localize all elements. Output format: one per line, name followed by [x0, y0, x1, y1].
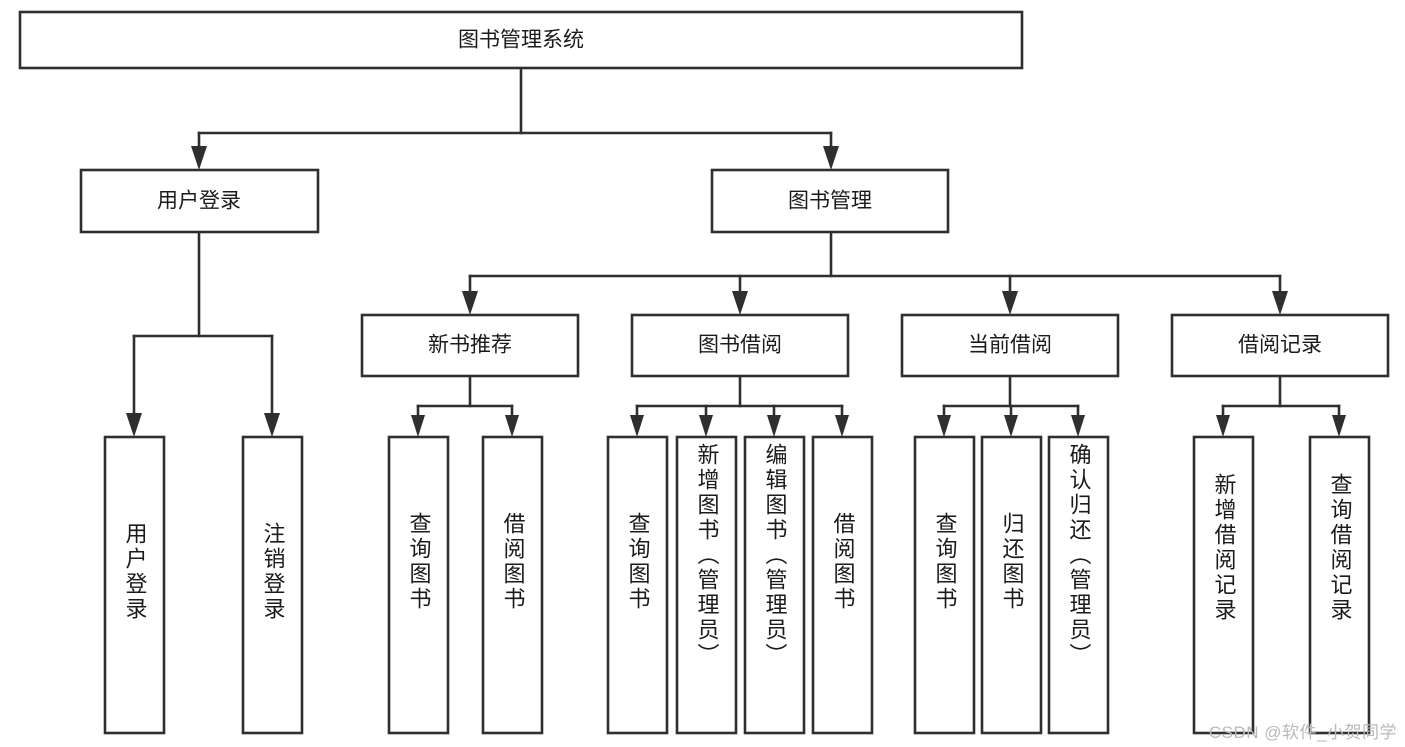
arrow-bb-leaf4: [835, 415, 849, 437]
leaf-box-borrow-book-1[interactable]: [481, 435, 544, 735]
arrow-root-to-book-manage: [823, 146, 839, 170]
leaf-box-edit-book-admin[interactable]: [743, 435, 806, 735]
csdn-watermark: CSDN @软件_小贺同学: [1208, 723, 1397, 742]
edges-borrow-record-to-leaves: [1216, 374, 1346, 437]
arrow-cb-leaf3: [1071, 415, 1085, 437]
arrow-bm-to-borrow-record: [1272, 291, 1288, 315]
arrow-br-leaf1: [1216, 415, 1230, 437]
arrow-cb-leaf2: [1004, 415, 1018, 437]
node-book-borrow[interactable]: 图书借阅: [630, 313, 850, 378]
leaf-box-return-book[interactable]: [980, 435, 1043, 735]
user-login-box[interactable]: [79, 168, 320, 234]
arrow-bb-leaf1: [630, 415, 644, 437]
arrow-bb-leaf2: [699, 415, 713, 437]
leaf-box-add-book-admin[interactable]: [675, 435, 738, 735]
book-borrow-label: 图书借阅: [698, 334, 782, 357]
arrow-root-to-user-login: [191, 146, 207, 170]
node-borrow-record[interactable]: 借阅记录: [1170, 313, 1390, 378]
leaf-box-query-book-3[interactable]: [913, 435, 976, 735]
edges-new-book-recommend-to-leaves: [411, 374, 519, 437]
arrow-nbr-leaf1: [411, 415, 425, 437]
edges-user-login-to-leaves: [126, 230, 280, 437]
new-book-recommend-box[interactable]: [360, 313, 580, 378]
edges-book-borrow-to-leaves: [630, 374, 849, 437]
edges-root-to-level2: [191, 66, 839, 170]
borrow-record-label: 借阅记录: [1238, 334, 1322, 357]
arrow-br-leaf2: [1332, 415, 1346, 437]
new-book-recommend-label: 新书推荐: [428, 334, 512, 357]
edges-current-borrow-to-leaves: [937, 374, 1085, 437]
arrow-bm-to-new-book: [462, 291, 478, 315]
leaf-box-confirm-return-admin[interactable]: [1047, 435, 1110, 735]
root-label: 图书管理系统: [458, 29, 584, 52]
arrow-nbr-leaf2: [505, 415, 519, 437]
current-borrow-label: 当前借阅: [968, 334, 1052, 357]
book-manage-label: 图书管理: [788, 190, 872, 213]
leaf-box-query-book-2[interactable]: [606, 435, 669, 735]
leaf-box-query-borrow-record[interactable]: [1308, 435, 1371, 735]
book-manage-box[interactable]: [710, 168, 950, 234]
leaf-box-add-borrow-record[interactable]: [1192, 435, 1255, 735]
leaf-box-user-login[interactable]: [103, 435, 166, 735]
current-borrow-box[interactable]: [900, 313, 1120, 378]
arrow-cb-leaf1: [937, 415, 951, 437]
arrow-bm-to-book-borrow: [732, 291, 748, 315]
node-root-system[interactable]: 图书管理系统: [18, 10, 1024, 70]
user-login-label: 用户登录: [157, 190, 241, 213]
node-user-login[interactable]: 用户登录: [79, 168, 320, 234]
node-new-book-recommend[interactable]: 新书推荐: [360, 313, 580, 378]
node-current-borrow[interactable]: 当前借阅: [900, 313, 1120, 378]
arrow-user-login-leaf2: [264, 413, 280, 437]
borrow-record-box[interactable]: [1170, 313, 1390, 378]
arrow-bm-to-current-borrow: [1002, 291, 1018, 315]
leaf-box-query-book-1[interactable]: [387, 435, 450, 735]
arrow-user-login-leaf1: [126, 413, 142, 437]
leaf-box-borrow-book-2[interactable]: [811, 435, 874, 735]
root-box[interactable]: [18, 10, 1024, 70]
arrow-bb-leaf3: [767, 415, 781, 437]
book-borrow-box[interactable]: [630, 313, 850, 378]
leaf-boxes: [103, 435, 1371, 735]
leaf-box-logout-login[interactable]: [241, 435, 304, 735]
edges-book-manage-to-level3: [462, 230, 1288, 315]
node-book-manage[interactable]: 图书管理: [710, 168, 950, 234]
